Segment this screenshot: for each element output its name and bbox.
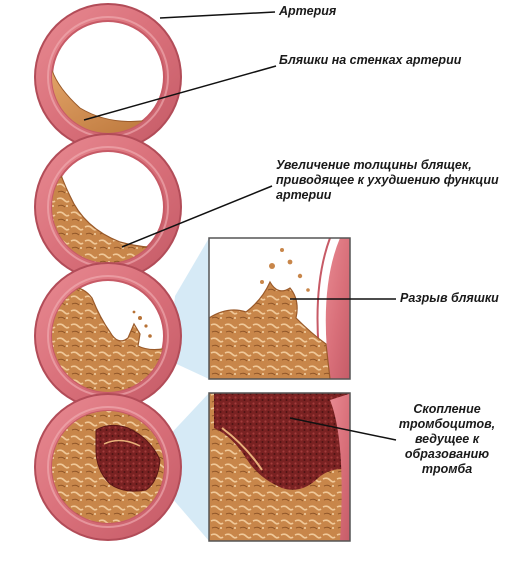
zoom-box-thrombus bbox=[208, 392, 351, 542]
plaque-4 bbox=[52, 411, 164, 523]
label-artery: Артерия bbox=[279, 4, 337, 18]
zoom-wedge-thrombus bbox=[165, 393, 209, 541]
leader-plaques bbox=[83, 65, 277, 121]
artery-cross-section-2 bbox=[34, 133, 182, 281]
plaque-3 bbox=[52, 286, 164, 392]
label-thrombus-line-3: ведущее к bbox=[414, 432, 480, 446]
label-plaque-rupture: Разрыв бляшки bbox=[400, 291, 499, 305]
label-thrombus-line-4: образованию bbox=[404, 447, 490, 461]
label-thickening-line-3: артерии bbox=[276, 188, 332, 202]
label-thickening-line-1: Увеличение толщины блящек, bbox=[276, 158, 472, 172]
plaque-2 bbox=[52, 159, 164, 263]
leader-artery bbox=[159, 11, 276, 19]
artery-cross-section-1 bbox=[34, 3, 182, 151]
zoom-box-plaque-rupture bbox=[208, 237, 351, 380]
artery-cross-section-4 bbox=[34, 393, 182, 541]
leader-thickening bbox=[121, 185, 273, 248]
label-thrombus-line-1: Скопление bbox=[413, 402, 481, 416]
label-thrombus-line-5: тромба bbox=[421, 462, 473, 476]
label-thickening: Увеличение толщины блящек, приводящее к … bbox=[276, 158, 499, 203]
label-thrombus-line-2: тромбоцитов, bbox=[398, 417, 496, 431]
label-plaques-on-walls: Бляшки на стенках артерии bbox=[279, 53, 462, 67]
label-thrombus: Скопление тромбоцитов, ведущее к образов… bbox=[392, 402, 502, 477]
artery-cross-section-3 bbox=[34, 262, 182, 410]
leader-thrombus bbox=[289, 417, 397, 441]
label-thickening-line-2: приводящее к ухудшению функции bbox=[276, 173, 499, 187]
